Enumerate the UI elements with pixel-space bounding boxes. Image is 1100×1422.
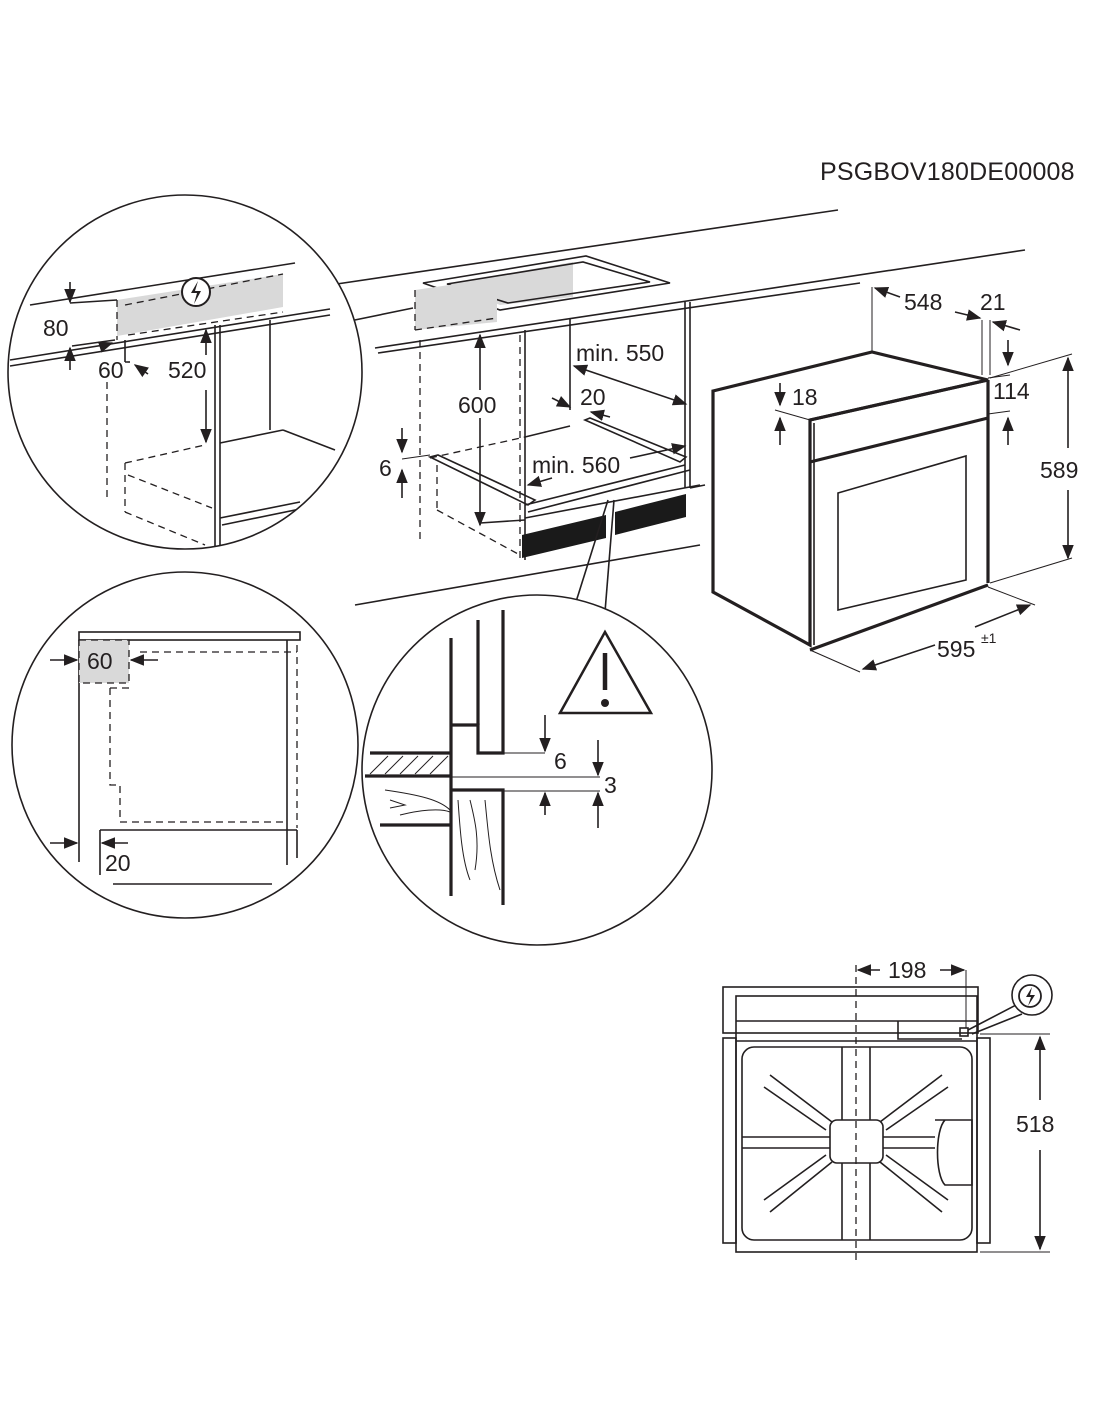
dim-side-20: 20 [105, 850, 131, 876]
warning-triangle-icon [557, 629, 654, 715]
dim-595: 595 [937, 636, 975, 662]
detail-gap: 6 3 [361, 594, 713, 946]
worktop-back-edge [329, 209, 839, 286]
oven-view: 548 21 18 114 589 595 ±1 [711, 286, 1078, 673]
dim-80: 80 [43, 315, 69, 341]
dim-21: 21 [980, 289, 1006, 315]
dim-589: 589 [1040, 457, 1078, 483]
dim-18: 18 [792, 384, 818, 410]
dim-520: 520 [168, 357, 206, 383]
dim-min-550: min. 550 [576, 340, 664, 366]
dim-114: 114 [993, 378, 1030, 404]
control-panel-edge [809, 416, 989, 464]
document-code: PSGBOV180DE00008 [820, 158, 1075, 186]
dim-20: 20 [580, 384, 606, 410]
dim-548: 548 [904, 289, 942, 315]
detail-power-zone: 80 60 520 [7, 194, 363, 550]
dim-6: 6 [379, 455, 392, 481]
worktop-front-edge [374, 249, 1026, 349]
dim-198: 198 [888, 957, 926, 983]
dim-min-560: min. 560 [532, 452, 620, 478]
detail-side-clearance: 60 20 [11, 571, 359, 919]
worktop-underside [377, 282, 861, 354]
dim-side-60: 60 [87, 648, 113, 674]
electric-hazard-icon [1011, 974, 1053, 1016]
dim-gap-6: 6 [554, 748, 567, 774]
electric-hazard-icon [181, 277, 211, 307]
dim-595-tolerance: ±1 [981, 630, 997, 646]
dim-600: 600 [458, 392, 496, 418]
front-view: 198 518 [722, 957, 1054, 1262]
oven-door-window [837, 454, 967, 612]
dim-60: 60 [98, 357, 124, 383]
cabinet-view: 600 min. 550 20 min. 560 6 [329, 209, 1026, 613]
plinth-vent [522, 515, 606, 558]
dim-gap-3: 3 [604, 772, 617, 798]
electrical-zone [415, 278, 497, 330]
dim-518: 518 [1016, 1111, 1054, 1137]
